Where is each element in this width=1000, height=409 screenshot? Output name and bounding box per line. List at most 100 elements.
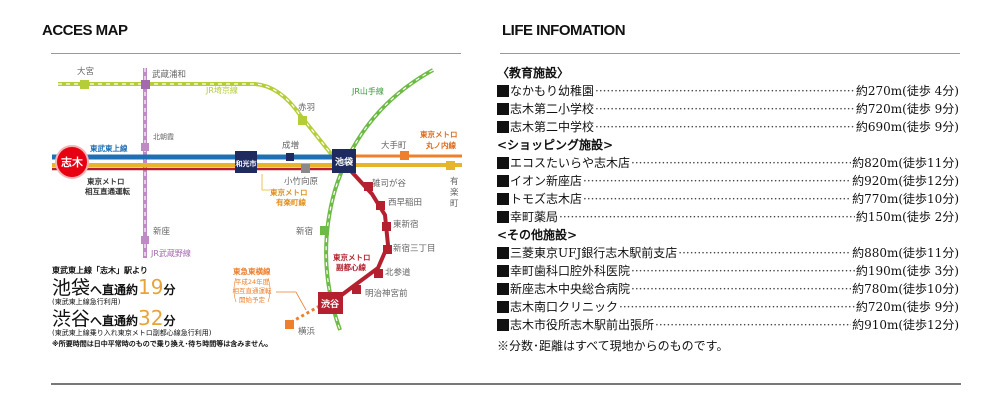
label-akabane: 赤羽 [298, 103, 315, 113]
bullet-square-icon [497, 103, 509, 115]
list-item: 三菱東京UFJ銀行志木駅前支店約880m(徒歩11分) [497, 244, 959, 262]
label-kotake-mukaihara: 小竹向原 [284, 176, 318, 187]
bullet-square-icon [497, 301, 509, 313]
access-route-shibuya-note: (東武東上線乗り入れ東京メトロ副都心線急行利用) [52, 329, 212, 337]
label-jr-yamanote: JR山手線 [351, 86, 384, 96]
station-ikebukuro-hub [332, 149, 356, 173]
label-kita-sando: 北参道 [385, 267, 411, 278]
list-item: 幸町歯科口腔外科医院約190m(徒歩 3分) [497, 262, 959, 280]
label-otemachi: 大手町 [381, 140, 407, 151]
label-jr-musashino: JR武蔵野線 [150, 248, 191, 258]
access-footnote: ※所要時間は日中平常時のもので乗り換え･待ち時間等は含みません。 [52, 340, 273, 348]
bullet-square-icon [497, 265, 509, 277]
label-nishi-waseda: 西早稲田 [388, 197, 422, 208]
station-nishi-waseda-marker [376, 201, 385, 210]
bullet-square-icon [497, 85, 509, 97]
category-other: <その他施設> [497, 228, 578, 242]
station-higashi-shinjuku-marker [382, 222, 391, 231]
station-shibuya-hub [318, 292, 343, 314]
bullet-square-icon [497, 319, 509, 331]
label-metro-marunouchi-1: 東京メトロ [420, 129, 458, 139]
svg-text:志木: 志木 [61, 155, 84, 169]
list-item: 志木市役所志木駅前出張所約910m(徒歩12分) [497, 316, 959, 334]
label-higashi-shinjuku: 東新宿 [393, 219, 419, 230]
list-item: 志木南口クリニック約720m(徒歩 9分) [497, 298, 959, 316]
station-yokohama-marker [285, 320, 294, 329]
route-map: 和光市 池袋 渋谷 志木 大宮 武蔵浦和 赤羽 北朝霞 新座 成増 小竹向原 大… [52, 66, 462, 337]
svg-text:渋谷: 渋谷 [321, 298, 340, 310]
bullet-square-icon [497, 247, 509, 259]
access-from: 東武東上線「志木」駅より [52, 266, 148, 275]
label-shinjuku-sanchome: 新宿三丁目 [393, 243, 436, 254]
label-musashi-urawa: 武蔵浦和 [152, 69, 186, 80]
station-otemachi-marker [400, 151, 409, 160]
svg-text:有: 有 [450, 176, 459, 187]
bullet-square-icon [497, 121, 509, 133]
label-kita-asaka: 北朝霞 [153, 133, 174, 141]
list-item: 志木第二小学校約720m(徒歩 9分) [497, 100, 959, 118]
life-info-note: ※分数･距離はすべて現地からのものです。 [497, 339, 729, 353]
svg-text:和光市: 和光市 [235, 159, 257, 168]
svg-text:楽: 楽 [450, 187, 459, 198]
bullet-square-icon [497, 283, 509, 295]
label-jr-saikyo: JR埼京線 [205, 85, 238, 95]
life-info-list: 〈教育施設〉 なかもり幼稚園約270m(徒歩 4分) 志木第二小学校約720m(… [497, 64, 959, 356]
bullet-square-icon [497, 157, 509, 169]
label-metro-through-2: 相互直通運転 [85, 186, 130, 196]
list-item: 新座志木中央総合病院約780m(徒歩10分) [497, 280, 959, 298]
label-tokyu-note-3: 開始予定 [239, 295, 266, 304]
label-metro-fukutoshin-2: 副都心線 [336, 262, 366, 272]
bullet-square-icon [497, 193, 509, 205]
access-route-ikebukuro: 池袋へ直通約19分 [52, 275, 176, 299]
access-summary: 東武東上線「志木」駅より 池袋へ直通約19分 (東武東上線急行利用) 渋谷へ直通… [52, 265, 272, 350]
label-omiya: 大宮 [77, 66, 94, 77]
access-map-title-rule [51, 53, 461, 54]
list-item: イオン新座店約920m(徒歩12分) [497, 172, 959, 190]
label-yokohama: 横浜 [298, 326, 316, 337]
label-meiji-jingumae: 明治神宮前 [365, 288, 408, 299]
station-yurakucho-marker [446, 161, 455, 170]
tokyu-leader [276, 291, 307, 311]
bullet-square-icon [497, 175, 509, 187]
label-metro-fukutoshin-1: 東京メトロ [333, 252, 371, 262]
label-yurakucho: 有 楽 町 [450, 176, 459, 209]
category-shopping: <ショッピング施設> [497, 138, 614, 152]
yurakucho-leader [261, 174, 270, 191]
access-route-shibuya: 渋谷へ直通約32分 [52, 306, 176, 330]
label-tokyu-toyoko: 東急東横線 [233, 266, 271, 276]
list-item: トモズ志木店約770m(徒歩10分) [497, 190, 959, 208]
label-niiza: 新座 [153, 226, 171, 237]
life-info-title-rule [500, 53, 960, 54]
label-metro-yurakucho-2: 有楽町線 [276, 197, 306, 207]
bullet-square-icon [497, 211, 509, 223]
label-tokyu-note-1: 平成24年度 [235, 277, 270, 286]
station-niiza-marker [141, 236, 149, 244]
label-metro-yurakucho-1: 東京メトロ [270, 187, 308, 197]
list-item: なかもり幼稚園約270m(徒歩 4分) [497, 82, 959, 100]
station-meiji-jingumae-marker [352, 285, 361, 294]
station-kita-sando-marker [374, 269, 383, 278]
station-shinjuku-sanchome-marker [383, 245, 392, 254]
station-shinjuku-marker [320, 226, 329, 235]
label-tokyu-note-2: 相互直通運転 [233, 286, 273, 295]
station-kita-asaka-marker [141, 143, 149, 151]
svg-text:町: 町 [450, 199, 459, 209]
station-shiki-marker [55, 145, 89, 179]
category-education: 〈教育施設〉 [497, 66, 570, 80]
access-route-ikebukuro-note: (東武東上線急行利用) [52, 298, 121, 306]
station-kotake-marker [301, 164, 310, 173]
label-shinjuku: 新宿 [296, 226, 313, 237]
svg-text:池袋: 池袋 [335, 156, 354, 168]
station-omiya-marker [80, 80, 89, 89]
fukutoshin-line-south [333, 168, 391, 302]
station-akabane-marker [298, 116, 307, 125]
station-musashi-urawa-marker [141, 80, 150, 89]
station-zoshigaya-marker [364, 182, 373, 191]
list-item: 志木第二中学校約690m(徒歩 9分) [497, 118, 959, 136]
list-item: エコスたいらや志木店約820m(徒歩11分) [497, 154, 959, 172]
jr-yamanote-line [324, 68, 434, 331]
label-narimasu: 成増 [282, 140, 299, 151]
jr-saikyo-line [58, 82, 342, 167]
station-narimasu-marker [286, 153, 294, 161]
label-metro-marunouchi-2: 丸ノ内線 [425, 140, 456, 150]
